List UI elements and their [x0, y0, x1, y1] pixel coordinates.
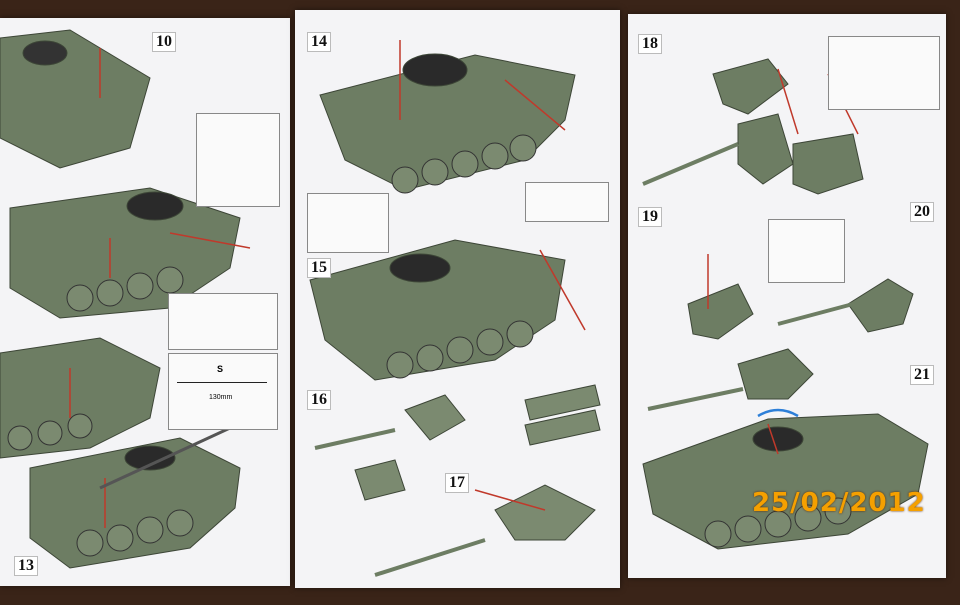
instruction-page-middle: 14 15 16 17: [295, 10, 620, 588]
step-number-14: 14: [307, 32, 331, 52]
tank-hull-drawing: [0, 29, 241, 569]
detail-callout-rail: [168, 293, 278, 350]
step-number-16: 16: [307, 390, 331, 410]
left-page-drawings: [0, 29, 251, 569]
cable-letter: S: [217, 364, 224, 374]
photo-date-stamp: 25/02/2012: [752, 488, 926, 518]
road-wheels-drawing: [704, 497, 852, 548]
step-number-10: 10: [152, 32, 176, 52]
gun-barrel-drawing: [99, 426, 231, 490]
rotation-arrow: [757, 408, 799, 418]
step-number-18: 18: [638, 34, 662, 54]
instruction-page-left: S 130mm 10 13: [0, 18, 290, 586]
detail-callout-tools: [307, 193, 389, 253]
gun-barrel-drawing: [314, 428, 486, 577]
detail-callout-rail: [525, 182, 609, 222]
step-number-21: 21: [910, 365, 934, 385]
detail-callout-mantlet: [768, 219, 845, 283]
tow-cable-line: [177, 382, 267, 383]
detail-callout-cable: S 130mm: [168, 353, 278, 430]
road-wheels-drawing: [7, 266, 194, 557]
step-number-13: 13: [14, 556, 38, 576]
step-number-15: 15: [307, 258, 331, 278]
detail-callout-parts: [196, 113, 280, 207]
cable-length-label: 130mm: [209, 394, 233, 401]
step-number-19: 19: [638, 207, 662, 227]
step-number-17: 17: [445, 473, 469, 493]
road-wheels-drawing: [386, 134, 537, 379]
turret-parts-drawing: [354, 384, 601, 541]
instruction-page-right: 18 19 20 21: [628, 14, 946, 578]
gun-barrel-drawing: [642, 142, 854, 411]
middle-page-drawings: [309, 40, 601, 577]
step-number-20: 20: [910, 202, 934, 222]
detail-callout-hatch: [828, 36, 940, 110]
tank-hull-drawing: [642, 413, 929, 550]
assembly-arrows: [399, 40, 586, 511]
